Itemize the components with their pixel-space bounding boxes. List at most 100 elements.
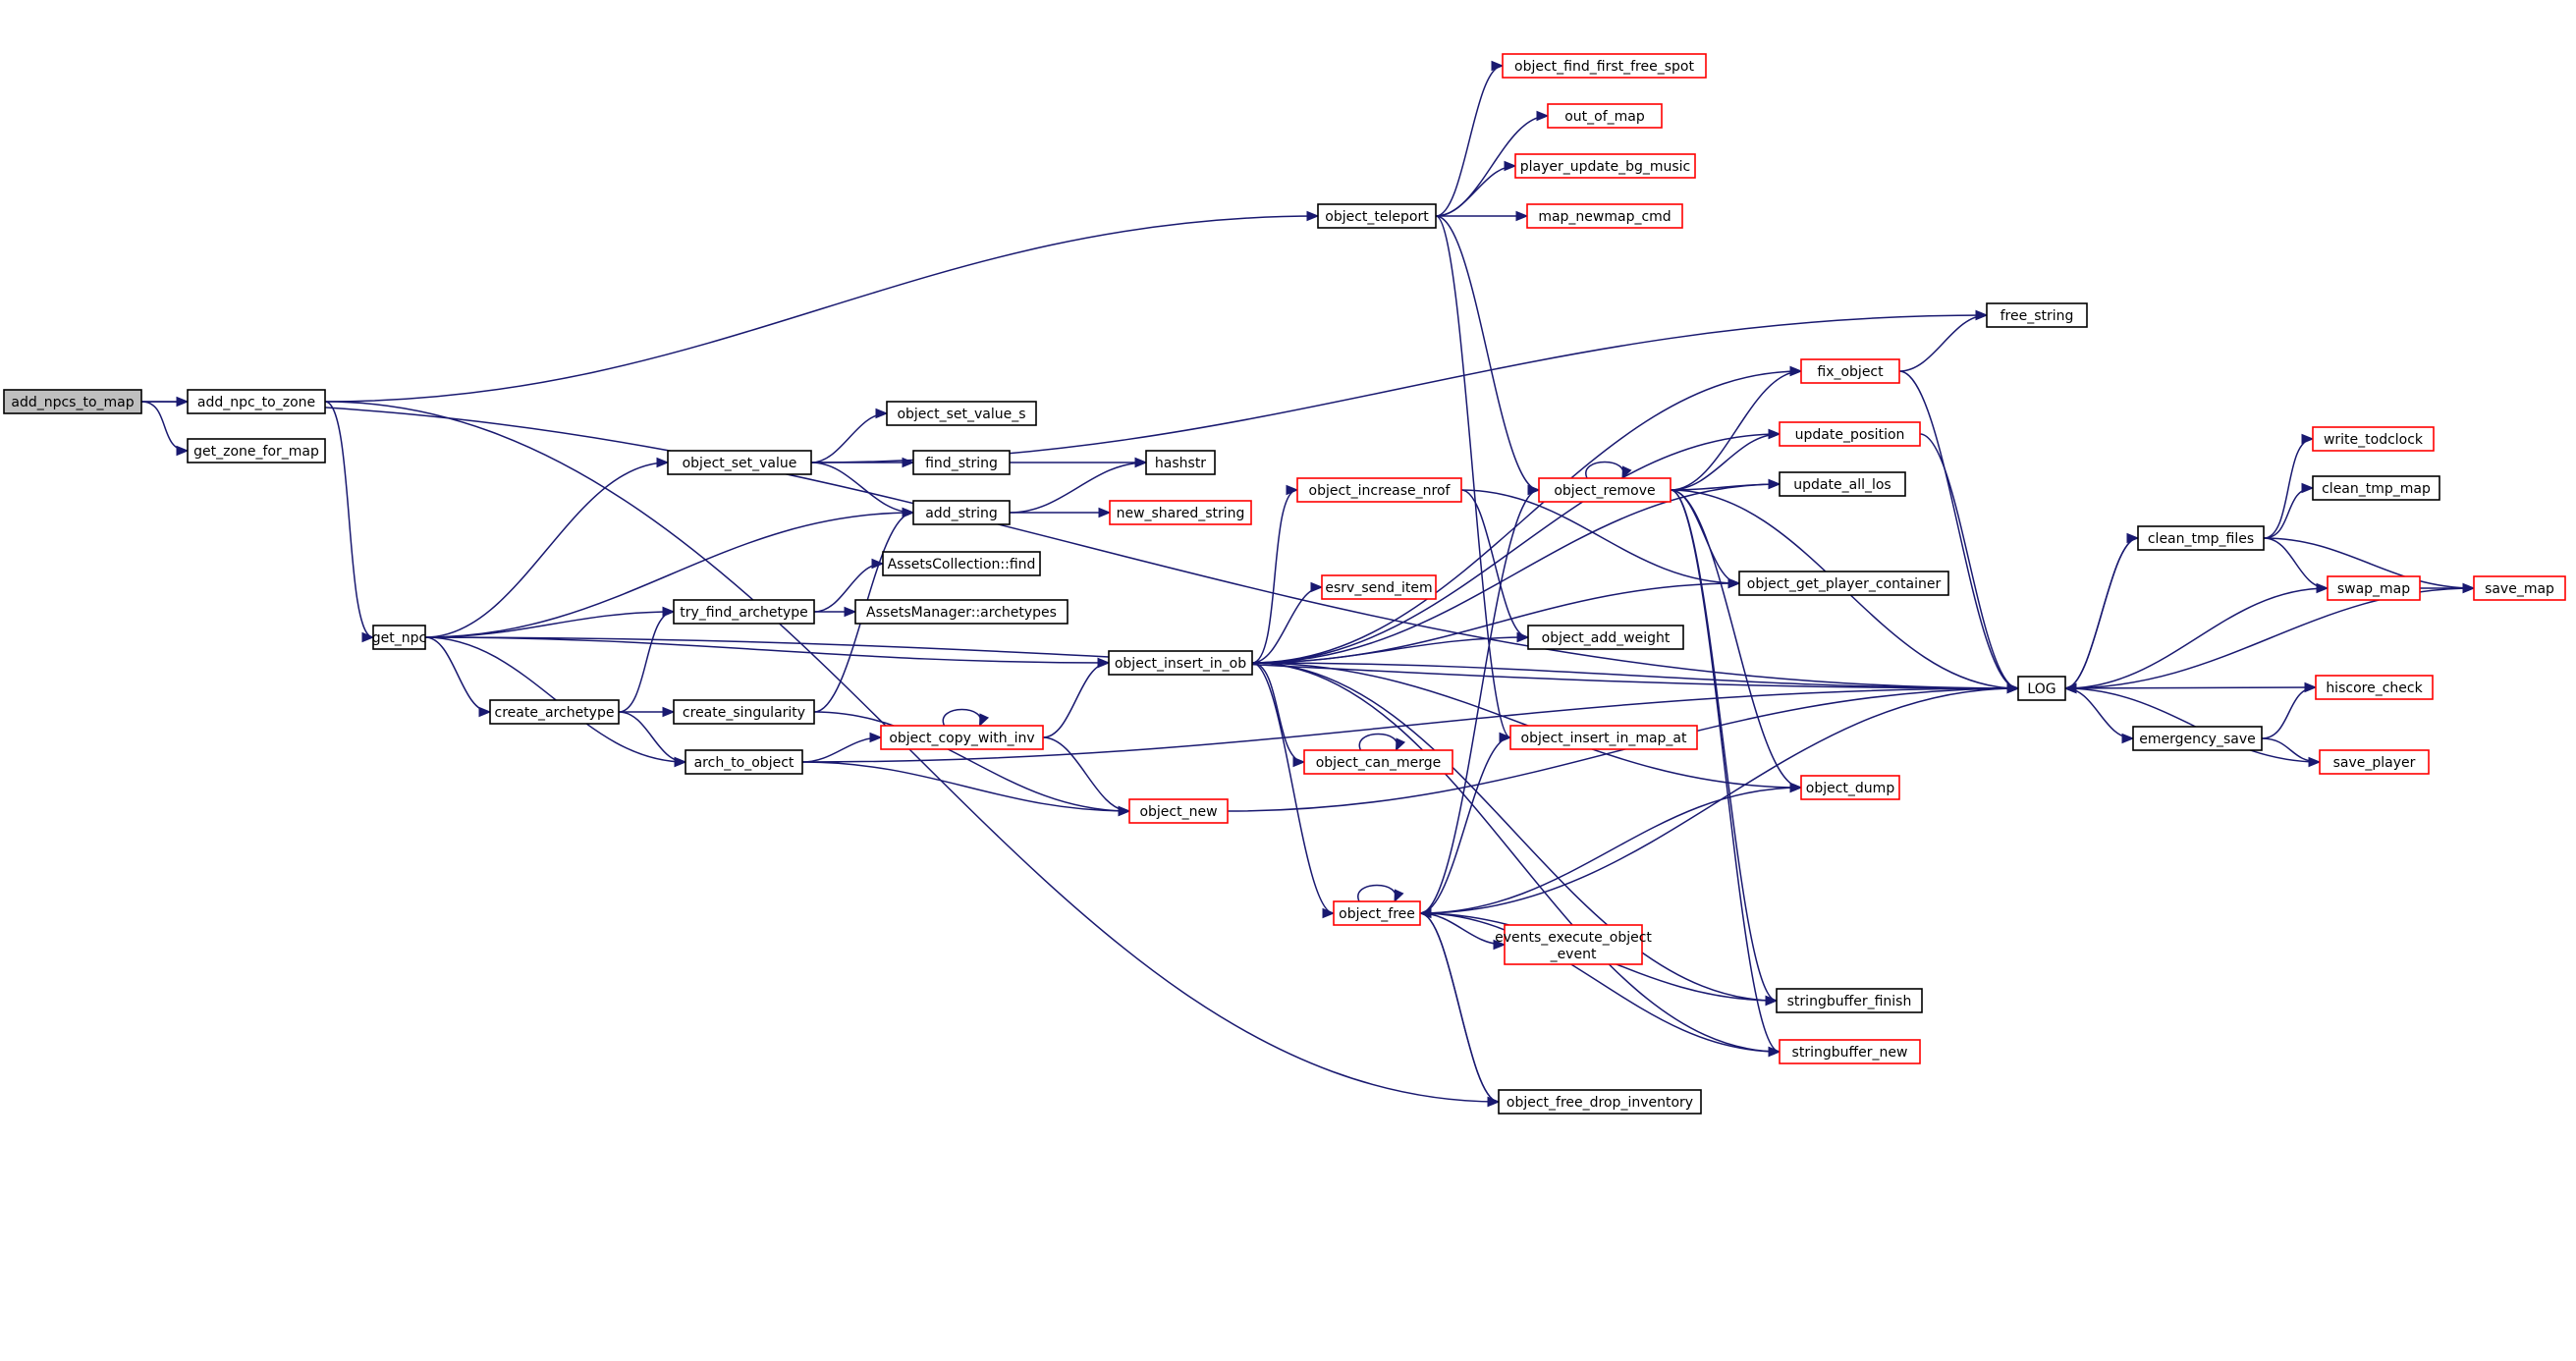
node-save_player[interactable]: save_player — [2319, 749, 2430, 775]
node-LOG[interactable]: LOG — [2017, 676, 2066, 701]
node-object_teleport[interactable]: object_teleport — [1317, 203, 1437, 229]
node-object_find_first_free_spot[interactable]: object_find_first_free_spot — [1502, 53, 1707, 79]
node-map_newmap_cmd[interactable]: map_newmap_cmd — [1526, 203, 1683, 229]
edge-line — [1919, 433, 2019, 689]
node-object_get_player_container[interactable]: object_get_player_container — [1738, 571, 1949, 596]
node-label: get_npc — [372, 630, 426, 646]
edge-object_set_value-to-find_string — [811, 457, 915, 468]
node-object_new[interactable]: object_new — [1128, 798, 1229, 824]
node-box — [1321, 574, 1437, 600]
edge-get_npc-to-try_find_archetype — [424, 606, 676, 638]
node-label: add_npcs_to_map — [11, 395, 134, 410]
node-stringbuffer_new[interactable]: stringbuffer_new — [1779, 1039, 1921, 1064]
node-label: object_copy_with_inv — [889, 731, 1034, 746]
node-object_free[interactable]: object_free — [1333, 900, 1421, 926]
node-label: object_increase_nrof — [1309, 483, 1452, 499]
node-label: save_player — [2333, 755, 2416, 771]
node-arch_to_object[interactable]: arch_to_object — [685, 749, 803, 775]
node-object_copy_with_inv[interactable]: object_copy_with_inv — [880, 725, 1044, 750]
edge-add_npcs_to_map-to-get_zone_for_map — [140, 401, 190, 457]
node-assets_archetypes[interactable]: AssetsManager::archetypes — [854, 599, 1069, 625]
node-fix_object[interactable]: fix_object — [1800, 358, 1900, 384]
arrowhead — [2301, 433, 2315, 445]
node-object_remove[interactable]: object_remove — [1538, 477, 1672, 503]
edge-clean_tmp_files-to-swap_map — [2263, 537, 2329, 594]
node-object_add_weight[interactable]: object_add_weight — [1527, 625, 1684, 650]
node-find_string[interactable]: find_string — [912, 450, 1011, 475]
node-label: get_zone_for_map — [193, 444, 319, 460]
arrowhead — [1768, 478, 1781, 490]
node-object_increase_nrof[interactable]: object_increase_nrof — [1296, 477, 1462, 503]
arrowhead — [1727, 577, 1741, 589]
node-assets_find[interactable]: AssetsCollection::find — [882, 551, 1041, 576]
arrowhead — [1768, 1046, 1781, 1058]
edge-line — [1357, 884, 1397, 902]
node-try_find_archetype[interactable]: try_find_archetype — [673, 599, 815, 625]
node-hashstr[interactable]: hashstr — [1145, 450, 1216, 475]
edge-object_remove-to-object_remove — [1585, 461, 1632, 480]
node-free_string[interactable]: free_string — [1986, 302, 2088, 328]
node-update_position[interactable]: update_position — [1779, 421, 1921, 447]
node-save_map[interactable]: save_map — [2473, 575, 2566, 601]
node-hiscore_check[interactable]: hiscore_check — [2315, 675, 2434, 700]
node-new_shared_string[interactable]: new_shared_string — [1109, 500, 1252, 525]
node-create_singularity[interactable]: create_singularity — [673, 699, 815, 725]
edge-save_player-to-LOG — [2063, 682, 2321, 763]
edge-line — [1251, 662, 1305, 763]
node-add_npcs_to_map[interactable]: add_npcs_to_map — [3, 389, 142, 414]
edge-line — [140, 401, 2019, 689]
edge-line — [1670, 483, 1781, 491]
arrowhead — [1395, 737, 1406, 752]
node-box — [912, 500, 1011, 525]
node-get_zone_for_map[interactable]: get_zone_for_map — [187, 438, 326, 463]
node-label: save_map — [2485, 581, 2554, 597]
node-box — [1502, 53, 1707, 79]
edge-line — [1419, 912, 1500, 1103]
edge-object_teleport-to-object_remove — [1435, 215, 1541, 496]
node-create_archetype[interactable]: create_archetype — [489, 699, 620, 725]
node-box — [667, 450, 812, 475]
node-box — [673, 599, 815, 625]
node-out_of_map[interactable]: out_of_map — [1547, 103, 1663, 129]
node-update_all_los[interactable]: update_all_los — [1779, 471, 1906, 497]
edge-object_remove-to-object_get_player_container — [1670, 489, 1741, 589]
edge-line — [424, 462, 669, 638]
node-label: hashstr — [1155, 456, 1206, 471]
node-label: write_todclock — [2324, 432, 2424, 448]
node-box — [685, 749, 803, 775]
node-clean_tmp_files[interactable]: clean_tmp_files — [2137, 525, 2265, 551]
edge-fix_object-to-LOG — [1898, 370, 2020, 694]
node-stringbuffer_finish[interactable]: stringbuffer_finish — [1776, 988, 1923, 1013]
edge-line — [1435, 165, 1516, 217]
node-emergency_save[interactable]: emergency_save — [2132, 726, 2263, 751]
node-swap_map[interactable]: swap_map — [2327, 575, 2421, 601]
node-add_npc_to_zone[interactable]: add_npc_to_zone — [187, 389, 326, 414]
node-object_dump[interactable]: object_dump — [1800, 775, 1900, 800]
node-object_set_value_s[interactable]: object_set_value_s — [886, 401, 1037, 426]
node-esrv_send_item[interactable]: esrv_send_item — [1321, 574, 1437, 600]
arrowhead — [662, 606, 676, 618]
node-label: try_find_archetype — [680, 605, 808, 621]
node-label: object_add_weight — [1542, 630, 1671, 646]
node-box — [1303, 749, 1453, 775]
arrowhead — [1765, 995, 1779, 1007]
edge-object_can_merge-to-object_can_merge — [1358, 733, 1406, 752]
node-object_free_drop_inventory[interactable]: object_free_drop_inventory — [1498, 1089, 1702, 1115]
edge-line — [1251, 433, 1781, 664]
node-label-line2: _event — [1550, 947, 1597, 962]
edge-object_insert_in_ob-to-fix_object — [1251, 365, 1803, 664]
arrowhead — [1097, 657, 1111, 669]
node-label: events_execute_object — [1495, 930, 1652, 946]
node-object_can_merge[interactable]: object_can_merge — [1303, 749, 1453, 775]
node-object_insert_in_map_at[interactable]: object_insert_in_map_at — [1509, 725, 1698, 750]
node-write_todclock[interactable]: write_todclock — [2312, 426, 2435, 452]
node-add_string[interactable]: add_string — [912, 500, 1011, 525]
node-label: object_can_merge — [1316, 755, 1442, 771]
node-player_update_bg_music[interactable]: player_update_bg_music — [1514, 153, 1696, 179]
node-object_set_value[interactable]: object_set_value — [667, 450, 812, 475]
arrowhead — [1536, 110, 1550, 122]
node-object_insert_in_ob[interactable]: object_insert_in_ob — [1108, 650, 1253, 676]
node-get_npc[interactable]: get_npc — [372, 625, 426, 650]
node-clean_tmp_map[interactable]: clean_tmp_map — [2312, 475, 2440, 501]
node-events_execute_object_event[interactable]: events_execute_object_event — [1495, 924, 1652, 965]
